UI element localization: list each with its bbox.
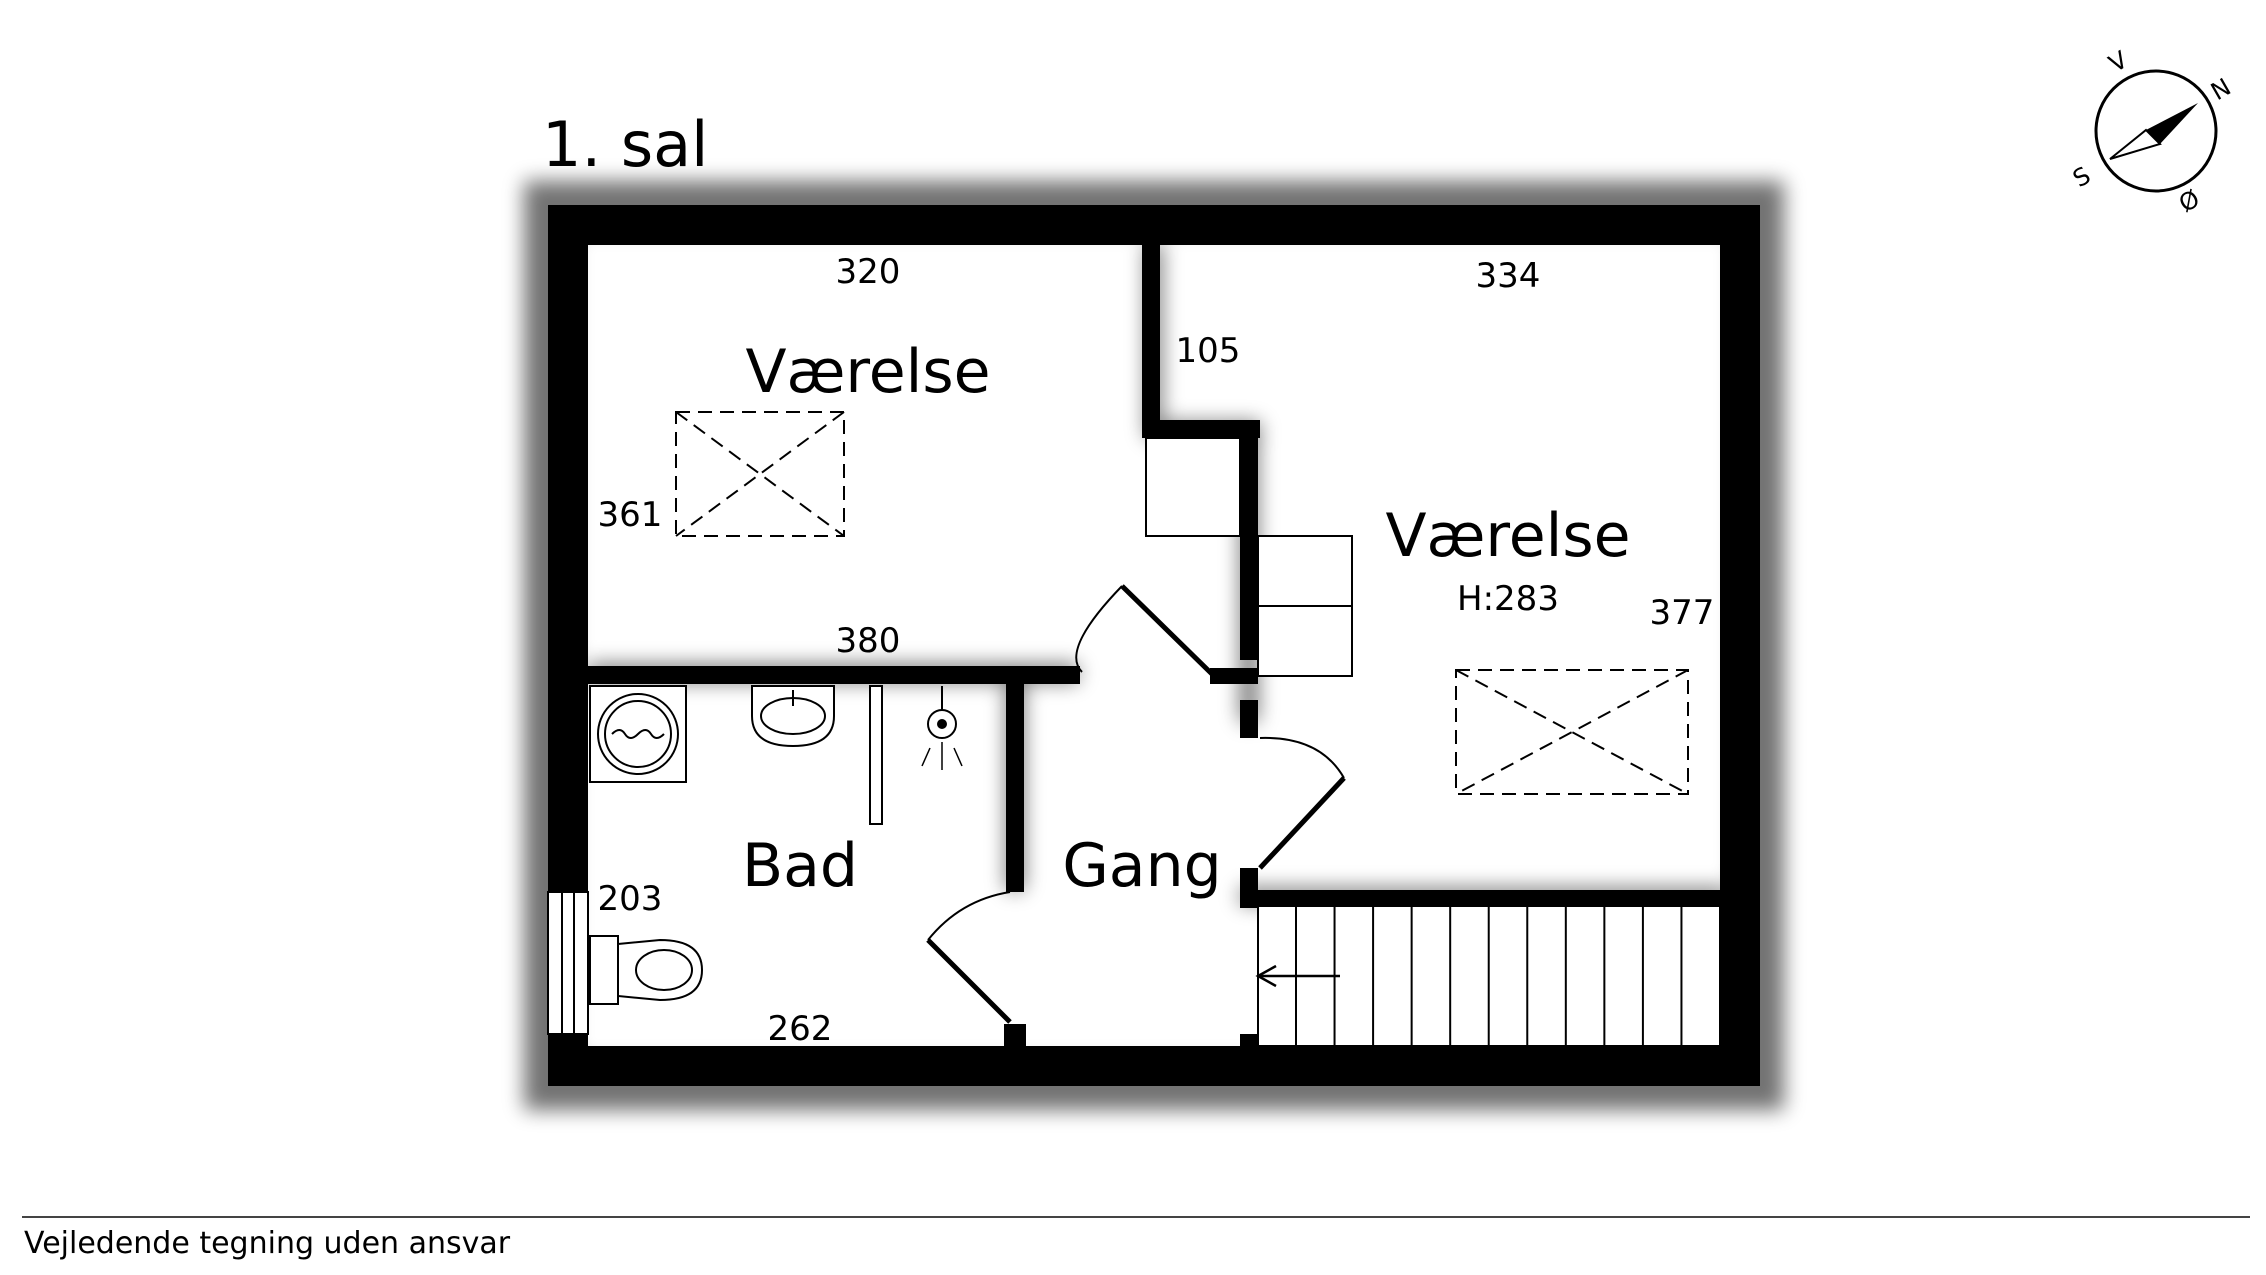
storage-units — [1145, 437, 1353, 677]
compass-icon: V N S Ø — [2068, 45, 2236, 218]
doors — [926, 584, 1346, 1024]
dim-bottom-vaerelse-1: 380 — [836, 621, 901, 661]
room-name-bad: Bad — [742, 831, 858, 901]
compass-n: N — [2206, 73, 2236, 106]
walls — [548, 205, 1760, 1086]
compass-o: Ø — [2174, 184, 2204, 218]
dim-top-vaerelse-1: 320 — [836, 252, 901, 292]
dim-bottom-bad: 262 — [768, 1009, 833, 1049]
washbasin-icon — [751, 685, 835, 748]
room-name-vaerelse-1: Værelse — [745, 337, 990, 407]
shower-screen — [869, 685, 883, 825]
toilet-icon — [589, 935, 704, 1005]
skylight-icon — [675, 411, 845, 537]
dim-top-vaerelse-2: 334 — [1476, 256, 1541, 296]
dim-side-vaerelse-1: 361 — [598, 495, 663, 535]
compass-s: S — [2068, 161, 2095, 193]
room-name-vaerelse-2: Værelse — [1385, 501, 1630, 571]
room-height-vaerelse-2: H:283 — [1457, 579, 1559, 619]
skylight-icon — [1455, 669, 1689, 795]
window-bath — [547, 891, 589, 1035]
room-name-gang: Gang — [1062, 831, 1221, 901]
shower-icon — [921, 686, 963, 770]
dim-wall-vaerelse-2: 105 — [1176, 331, 1241, 371]
page-title: 1. sal — [542, 108, 709, 181]
labels: Værelse 320 361 380 Værelse H:283 334 10… — [598, 252, 1715, 1049]
footer-divider — [22, 1216, 2250, 1218]
dim-side-vaerelse-2: 377 — [1650, 593, 1715, 633]
footer-disclaimer: Vejledende tegning uden ansvar — [24, 1226, 511, 1261]
staircase-arrow-icon — [1255, 964, 1340, 988]
dim-side-bad: 203 — [598, 879, 663, 919]
washing-machine-icon — [589, 685, 687, 783]
compass-v: V — [2104, 45, 2133, 78]
